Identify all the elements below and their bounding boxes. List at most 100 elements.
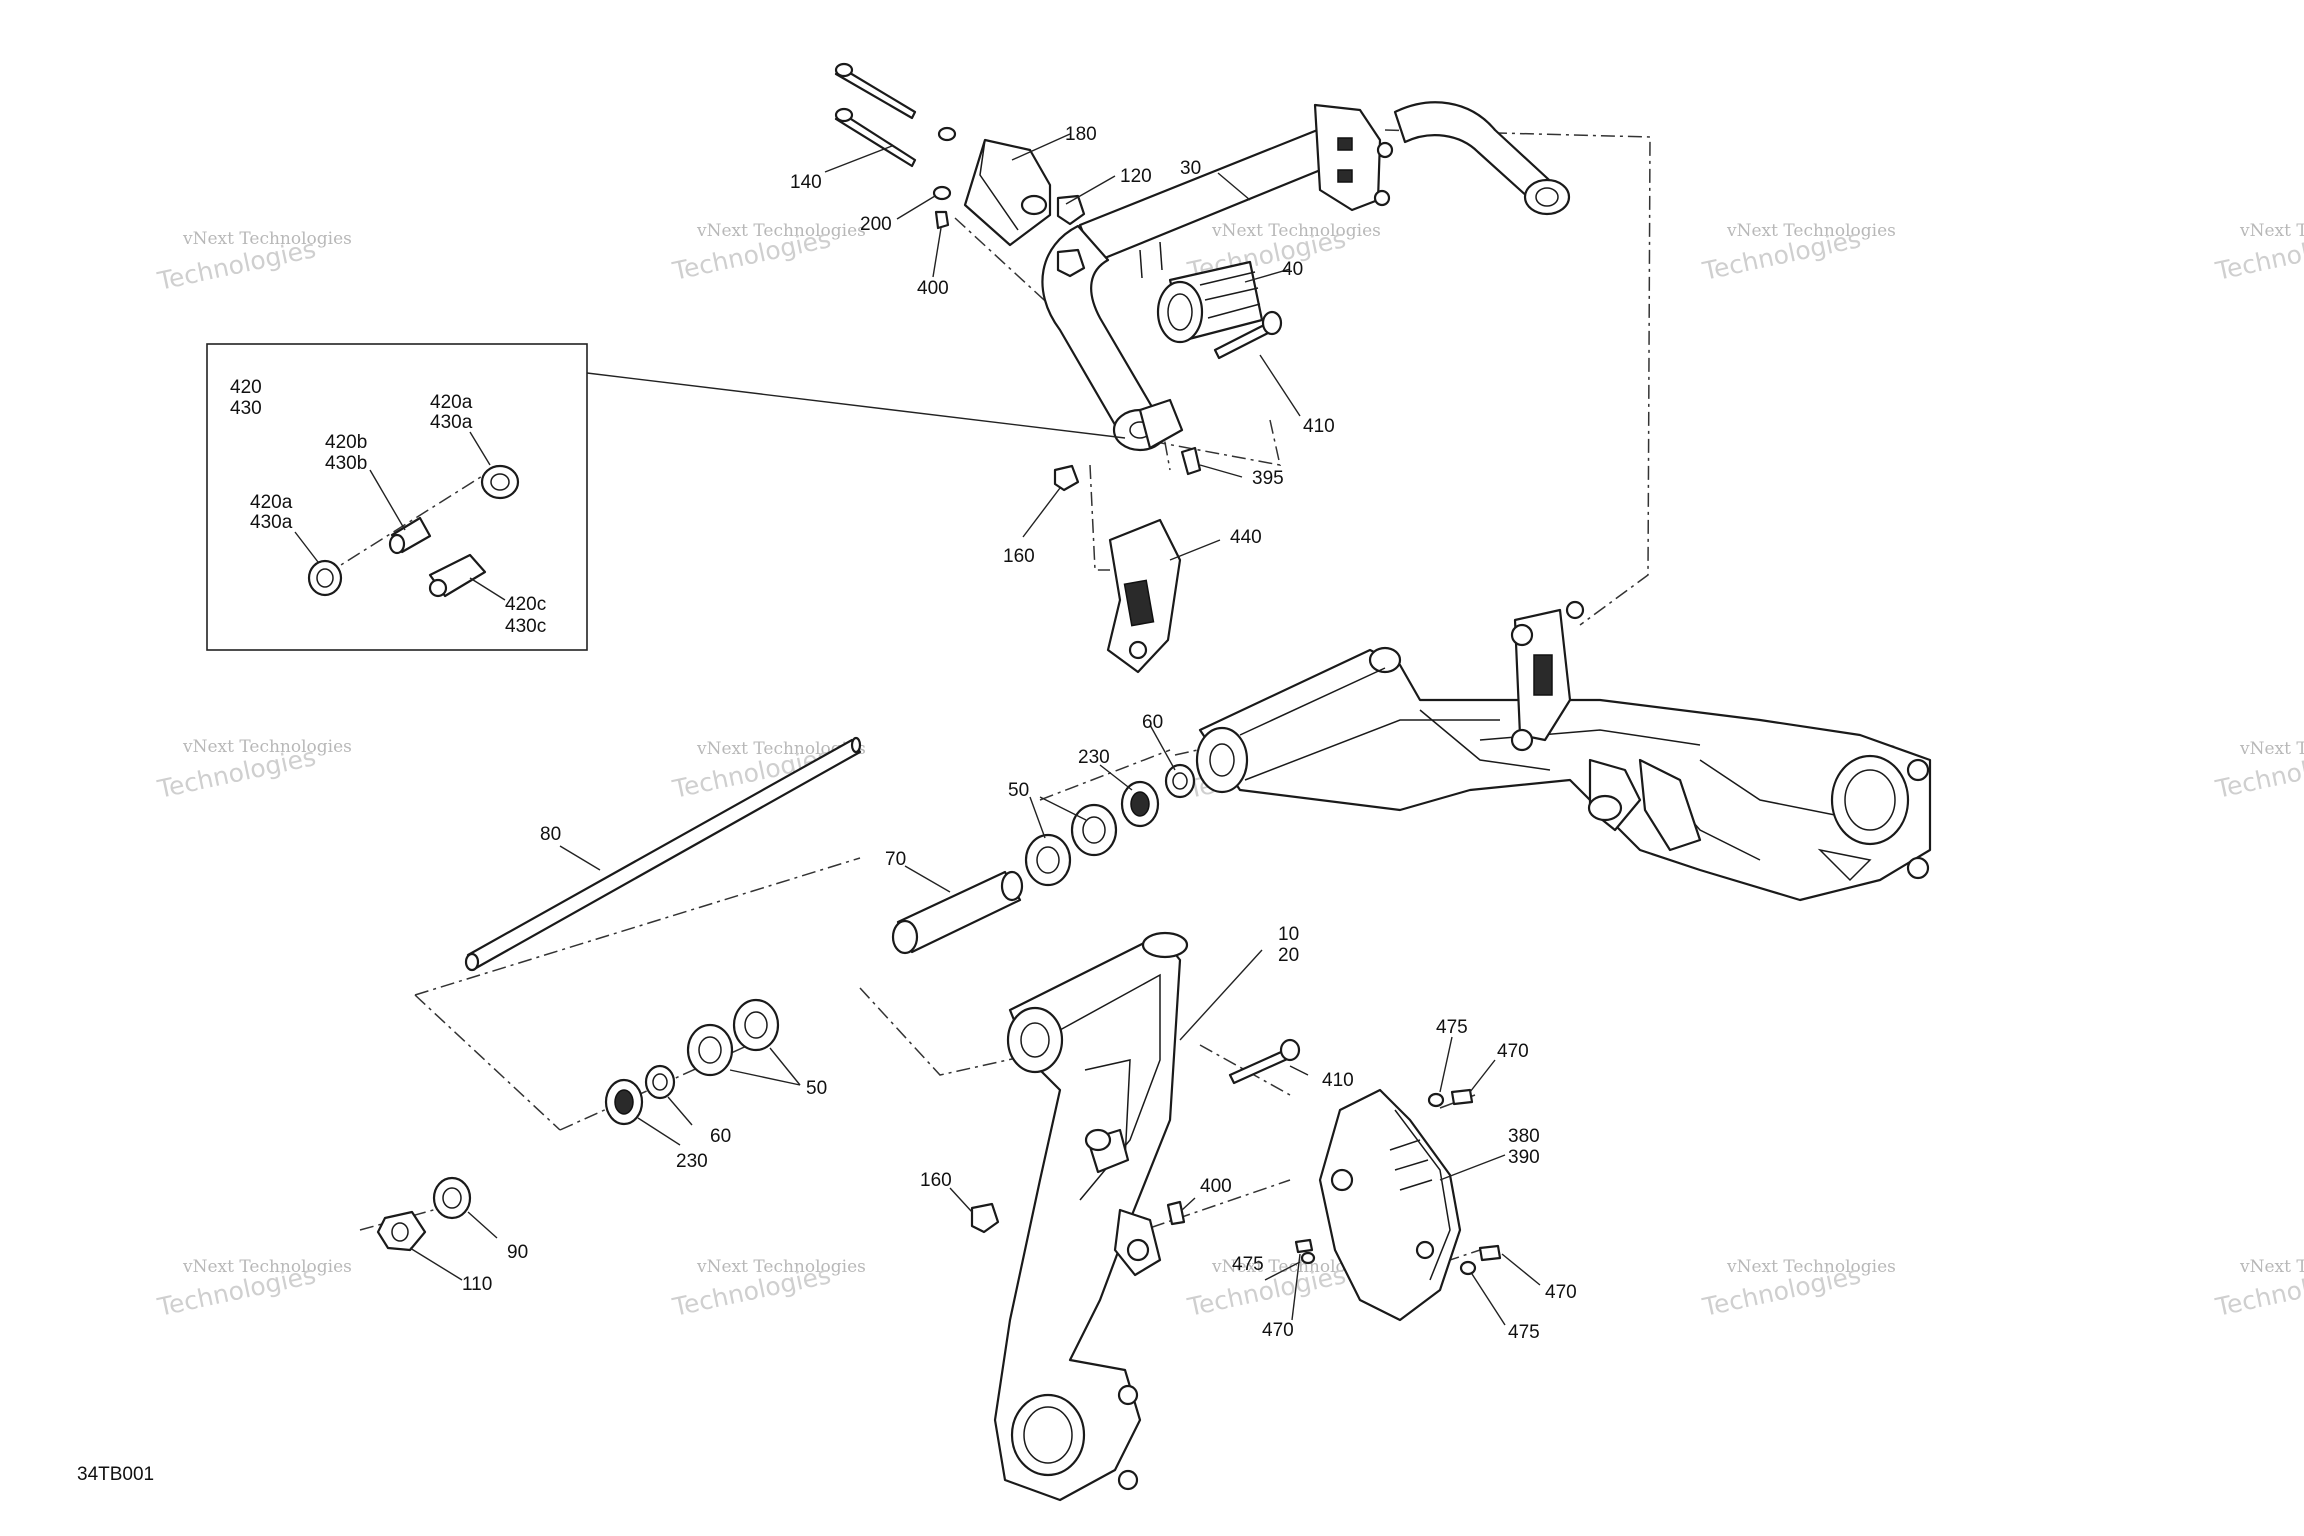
washer-475 [1427,1092,1445,1108]
watermark: vNext Technologies Technologies [669,1257,866,1322]
trailing-arm-lower [993,931,1189,1502]
seal-230 [604,1078,644,1126]
washer-475 [1300,1251,1316,1265]
seal-230 [1120,780,1160,828]
callout-475: 475 [1508,1322,1540,1343]
callout-390: 390 [1508,1147,1540,1168]
callout-230: 230 [676,1151,708,1172]
nut-110 [376,1210,427,1252]
callout-400: 400 [917,278,949,299]
svg-text:vNext Technologies: vNext Technologies [696,221,866,241]
callout-70: 70 [885,849,906,870]
nut-120 [1056,194,1086,226]
callout-120: 120 [1120,166,1152,187]
inset-sleeve-420b [388,516,432,555]
svg-text:vNext Technologies: vNext Technologies [1726,221,1896,241]
callout-440: 440 [1230,527,1262,548]
svg-text:vNext Technologies: vNext Technologies [2239,739,2304,759]
svg-text:vNext Technologies: vNext Technologies [696,739,866,759]
anti-roll-bar [1041,101,1571,452]
bracket-180 [963,138,1052,247]
svg-text:vNext Technologies: vNext Technologies [1211,221,1381,241]
nut-160-lower [970,1202,1000,1234]
bolt-140-lower [834,107,917,168]
bearing-50 [732,998,780,1052]
svg-text:vNext Technologies: vNext Technologies [696,1257,866,1277]
svg-text:vNext Technologies: vNext Technologies [2239,221,2304,241]
callout-400: 400 [1200,1176,1232,1197]
callout-470: 470 [1545,1282,1577,1303]
callout-200: 200 [860,214,892,235]
spacer-70 [891,870,1024,955]
bolt-140-upper [834,62,917,120]
spacer-60 [644,1064,676,1100]
watermark: vNext Technologies Technologies [1699,1257,1896,1322]
spacer-60 [1164,763,1196,799]
callout-80: 80 [540,824,561,845]
guard-380 [1318,1088,1462,1322]
callout-160: 160 [920,1170,952,1191]
washer-200 [932,185,952,201]
watermark: vNext Technologies Technologies [154,229,352,296]
callout-60: 60 [710,1126,731,1147]
watermark: vNext Technologies Technologies [154,1257,352,1322]
callout-30: 30 [1180,158,1201,179]
bearing-50 [686,1023,734,1077]
washer-200 [937,126,957,142]
callout-410: 410 [1322,1070,1354,1091]
callout-40: 40 [1282,259,1303,280]
watermark: vNext Technologies Technologies [2212,221,2304,286]
svg-text:vNext Technologies: vNext Technologies [1726,1257,1896,1277]
washer-475 [1459,1260,1477,1276]
nut-160-upper [1053,464,1080,492]
callout-50: 50 [1008,780,1029,801]
callout-180: 180 [1065,124,1097,145]
svg-text:430b: 430b [325,453,367,474]
watermark: vNext Technologies Technologies [669,221,866,286]
nut-120 [1056,248,1086,278]
callout-140: 140 [790,172,822,193]
svg-text:420a: 420a [430,392,473,413]
screw-470 [1294,1238,1314,1254]
trailing-arm-upper-assembly [1195,600,1932,902]
watermark: vNext Technologies Technologies [2212,739,2304,804]
svg-text:430a: 430a [250,512,293,533]
callout-470: 470 [1497,1041,1529,1062]
callout-160: 160 [1003,546,1035,567]
callout-475: 475 [1436,1017,1468,1038]
callout-10: 10 [1278,924,1299,945]
bearing-50 [1024,833,1072,887]
watermark: vNext Technologies Technologies [2212,1257,2304,1322]
callout-470: 470 [1262,1320,1294,1341]
callout-410: 410 [1303,416,1335,437]
svg-text:430a: 430a [430,412,473,433]
inset-bushing-420a [307,559,343,597]
svg-text:420b: 420b [325,432,367,453]
screw-470 [1478,1244,1502,1262]
watermark: vNext Technologies Technologies [154,737,352,804]
callout-90: 90 [507,1242,528,1263]
grease-fitting-400 [1166,1200,1186,1226]
bolt-410-upper [1213,310,1283,360]
callout-50: 50 [806,1078,827,1099]
svg-text:vNext Technologies: vNext Technologies [1211,1257,1381,1277]
screw-470 [1450,1088,1474,1106]
svg-text:430c: 430c [505,616,546,637]
svg-text:vNext Technologies: vNext Technologies [182,1257,352,1277]
callout-20: 20 [1278,945,1299,966]
grease-fitting-400 [934,210,950,230]
callout-labels: 180 140 120 200 400 30 40 410 395 160 44… [462,124,1577,1343]
bushing-40 [1156,260,1264,344]
callout-380: 380 [1508,1126,1540,1147]
fitting-395 [1180,446,1202,476]
washer-90 [432,1176,472,1220]
bolt-410-lower [1228,1038,1301,1085]
detail-inset: 420 430 420a 430a 420b 430b 420a 430a 42… [206,343,1126,651]
svg-text:420: 420 [230,377,262,398]
watermark: vNext Technologies Technologies [1699,221,1896,286]
callout-475: 475 [1232,1254,1264,1275]
svg-text:vNext Technologies: vNext Technologies [2239,1257,2304,1277]
diagram-code: 34TB001 [77,1464,154,1485]
svg-text:vNext Technologies: vNext Technologies [182,229,352,249]
